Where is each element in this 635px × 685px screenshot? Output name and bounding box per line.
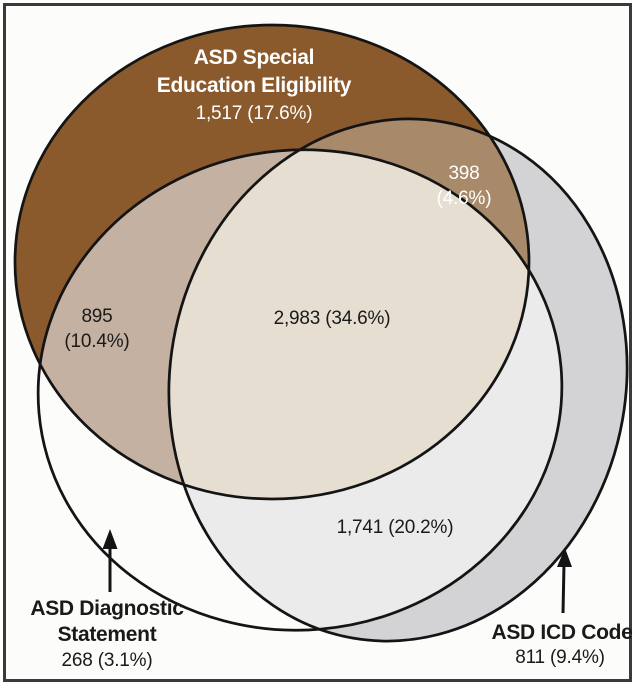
value-special-education: 1,517 (17.6%)	[196, 103, 313, 124]
region-all-three	[168, 128, 529, 499]
value-specialed-icd-count: 398	[448, 163, 479, 184]
outline-diagnostic-statement	[36, 148, 564, 632]
label-special-education-line2: Education Eligibility	[157, 74, 352, 97]
label-diagnostic-statement-line2: Statement	[58, 623, 157, 646]
value-diagnostic-statement: 268 (3.1%)	[62, 650, 153, 671]
label-diagnostic-statement-line1: ASD Diagnostic	[30, 597, 184, 620]
label-special-education-line1: ASD Special	[194, 46, 314, 69]
value-icd-code: 811 (9.4%)	[515, 647, 605, 668]
arrow-diagnostic-statement	[102, 529, 118, 592]
label-icd-code: ASD ICD Code	[491, 621, 632, 644]
value-all-three: 2,983 (34.6%)	[274, 308, 391, 329]
arrowhead-diagnostic	[102, 529, 118, 549]
outline-icd-code	[167, 117, 629, 643]
value-specialed-diagnostic-percent: (10.4%)	[64, 331, 129, 352]
value-diagnostic-icd: 1,741 (20.2%)	[337, 517, 454, 538]
value-specialed-icd-percent: (4.6%)	[437, 188, 492, 209]
arrowhead-icd	[557, 548, 572, 567]
value-specialed-diagnostic-count: 895	[81, 306, 112, 327]
outline-special-education	[13, 23, 531, 501]
arrow-icd-code	[557, 548, 572, 614]
